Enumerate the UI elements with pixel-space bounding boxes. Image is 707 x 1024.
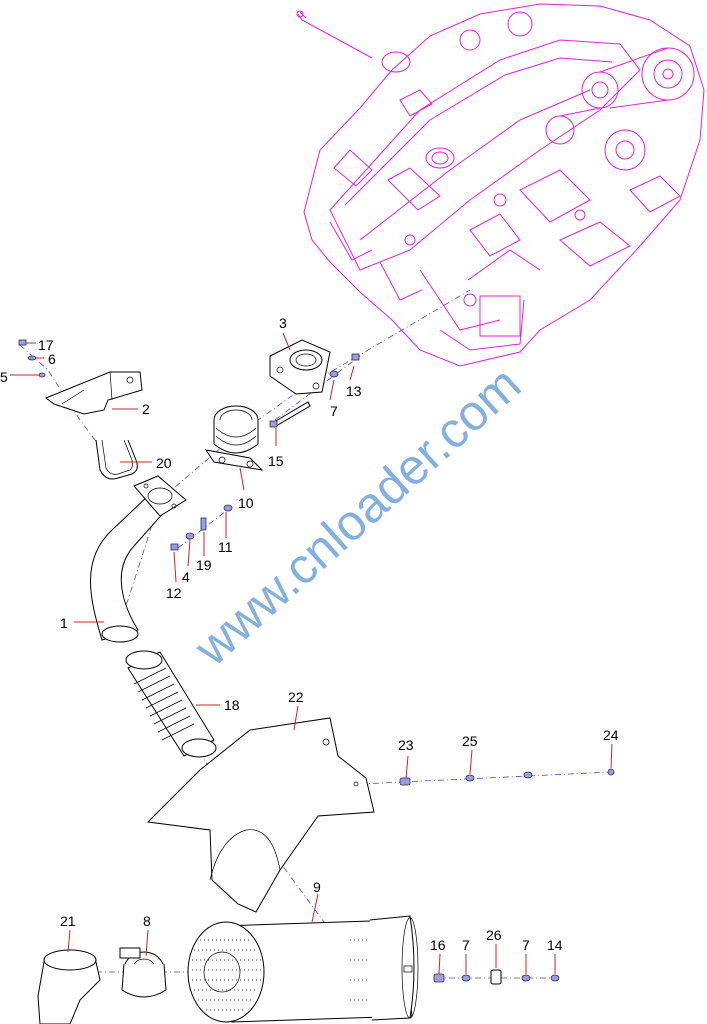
watermark: www.cnloader.com	[183, 356, 531, 677]
fastener-7-upper	[329, 370, 339, 378]
callout-19: 19	[196, 557, 212, 573]
callout-3: 3	[279, 315, 287, 331]
washer-7-a	[461, 974, 471, 982]
callout-22: 22	[288, 689, 304, 705]
bolt-16	[433, 973, 445, 983]
bracket	[44, 371, 143, 415]
engine-illustration	[296, 3, 705, 367]
fastener-17	[18, 339, 27, 346]
fastener-6	[27, 355, 37, 361]
callout-6: 6	[48, 351, 56, 367]
callout-12: 12	[166, 585, 182, 601]
callout-4: 4	[182, 569, 190, 585]
callout-2: 2	[142, 401, 150, 417]
fastener-4	[185, 532, 195, 540]
bellows-clamp	[204, 405, 264, 471]
callout-1: 1	[60, 615, 68, 631]
pipe-clamp	[119, 947, 167, 998]
fastener-19	[200, 517, 207, 531]
callout-7-lower-b: 7	[522, 937, 530, 953]
callout-16: 16	[430, 937, 446, 953]
callout-20: 20	[156, 455, 172, 471]
callout-17: 17	[38, 337, 54, 353]
spacer-26	[490, 969, 502, 985]
exhaust-pipe	[90, 475, 187, 643]
callout-7: 7	[330, 403, 338, 419]
callout-15: 15	[268, 453, 284, 469]
long-bolt	[269, 401, 311, 428]
u-bolt	[95, 439, 138, 480]
fastener-25	[465, 774, 475, 782]
callout-5: 5	[0, 369, 8, 385]
fastener-11	[223, 504, 233, 512]
heat-shield	[146, 717, 375, 913]
callout-21: 21	[60, 913, 76, 929]
callout-18: 18	[224, 697, 240, 713]
callout-24: 24	[603, 727, 619, 743]
callout-8: 8	[143, 913, 151, 929]
callout-26: 26	[486, 927, 502, 943]
fastener-24	[607, 768, 615, 776]
fastener-23	[399, 777, 411, 786]
fastener-12	[170, 543, 179, 551]
muffler-perforations	[192, 939, 368, 1011]
muffler	[187, 915, 419, 1023]
fastener-13	[351, 353, 360, 361]
callout-10: 10	[238, 495, 254, 511]
washer-7-b	[521, 974, 531, 982]
callout-7-lower-a: 7	[462, 937, 470, 953]
flex-tube	[125, 650, 217, 758]
leader-lines	[10, 332, 613, 975]
callout-14: 14	[547, 937, 563, 953]
flange-elbow	[269, 339, 331, 395]
fastener-25b	[523, 771, 533, 779]
nut-14	[550, 974, 560, 982]
callout-23: 23	[398, 737, 414, 753]
callout-11: 11	[218, 539, 233, 555]
callout-25: 25	[462, 733, 478, 749]
callout-labels: 17 6 5 2 3 13 7 15 20 10 11 19 4 12 1 18…	[0, 315, 619, 953]
outlet-elbow	[37, 949, 101, 1024]
callout-13: 13	[346, 383, 362, 399]
callout-9: 9	[313, 879, 321, 895]
